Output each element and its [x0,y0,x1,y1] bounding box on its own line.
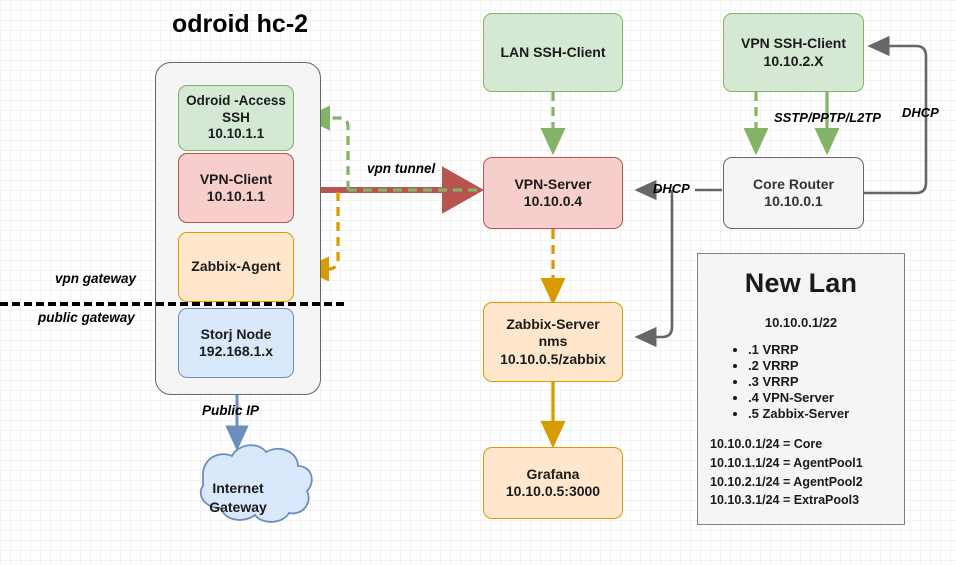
pool-item: 10.10.1.1/24 = AgentPool1 [710,455,863,470]
node-core-router[interactable]: Core Router 10.10.0.1 [723,157,864,229]
node-zabbix-server[interactable]: Zabbix-Server nms 10.10.0.5/zabbix [483,302,623,382]
list-item: .5 Zabbix-Server [748,406,904,421]
odroid-access-ssh-line2: SSH [222,109,250,125]
odroid-access-ssh-line3: 10.10.1.1 [207,126,265,142]
vpn-ssh-client-line2: 10.10.2.X [763,52,824,69]
pool-item: 10.10.3.1/24 = ExtraPool3 [710,493,860,508]
grafana-line1: Grafana [526,465,580,482]
label-vpn-tunnel: vpn tunnel [367,161,436,176]
zabbix-server-line1: Zabbix-Server [506,315,600,332]
edge-core-router-to-zabbix-server-dhcp [634,190,674,348]
new-lan-title: New Lan [744,268,858,298]
pool-item: 10.10.2.1/24 = AgentPool2 [710,474,863,489]
node-grafana[interactable]: Grafana 10.10.0.5:3000 [483,447,623,519]
node-vpn-ssh-client[interactable]: VPN SSH-Client 10.10.2.X [723,13,864,92]
lan-ssh-client-line1: LAN SSH-Client [500,43,606,60]
storj-node-line1: Storj Node [200,325,272,342]
core-router-line1: Core Router [753,175,834,192]
label-vpn-gateway: vpn gateway [55,271,137,286]
vpn-client-line1: VPN-Client [199,170,273,187]
list-item: .3 VRRP [748,374,904,389]
vpn-server-line1: VPN-Server [514,175,592,192]
internet-gateway-line2: Gateway [209,498,267,515]
node-lan-ssh-client[interactable]: LAN SSH-Client [483,13,623,92]
storj-node-line2: 192.168.1.x [199,343,273,359]
vpn-ssh-client-line1: VPN SSH-Client [740,35,846,51]
zabbix-agent-line1: Zabbix-Agent [191,258,281,275]
node-vpn-server[interactable]: VPN-Server 10.10.0.4 [483,157,623,229]
label-dhcp-right: DHCP [902,105,939,120]
internet-gateway-cloud[interactable]: Internet Gateway [168,455,308,540]
pool-item: 10.10.0.1/24 = Core [710,437,823,451]
list-item: .4 VPN-Server [748,390,904,405]
label-dhcp-center: DHCP [653,181,690,196]
node-vpn-client[interactable]: VPN-Client 10.10.1.1 [178,153,294,223]
zabbix-server-line3: 10.10.0.5/zabbix [500,350,606,367]
internet-gateway-label: Internet Gateway [168,455,308,540]
new-lan-subnet: 10.10.0.1/22 [764,315,838,330]
node-odroid-access-ssh[interactable]: Odroid -Access SSH 10.10.1.1 [178,85,294,151]
label-sstp-pptp-l2tp: SSTP/PPTP/L2TP [774,110,881,125]
core-router-line2: 10.10.0.1 [764,193,823,209]
vpn-client-line2: 10.10.1.1 [206,188,266,204]
list-item: .1 VRRP [748,342,904,357]
node-zabbix-agent[interactable]: Zabbix-Agent [178,232,294,302]
gateway-divider [0,302,344,306]
node-storj-node[interactable]: Storj Node 192.168.1.x [178,308,294,378]
vpn-server-line2: 10.10.0.4 [523,193,583,209]
new-lan-host-list: .1 VRRP .2 VRRP .3 VRRP .4 VPN-Server .5… [698,342,904,421]
list-item: .2 VRRP [748,358,904,373]
zabbix-server-line2: nms [538,333,568,350]
label-public-gateway: public gateway [38,310,135,325]
grafana-line2: 10.10.0.5:3000 [505,483,601,499]
odroid-access-ssh-line1: Odroid -Access [186,92,286,108]
internet-gateway-line1: Internet [212,480,264,497]
new-lan-panel: New Lan 10.10.0.1/22 .1 VRRP .2 VRRP .3 … [697,253,905,525]
page-title: odroid hc-2 [171,10,309,38]
new-lan-pool-list: 10.10.0.1/24 = Core 10.10.1.1/24 = Agent… [710,435,904,510]
label-public-ip: Public IP [202,403,260,418]
